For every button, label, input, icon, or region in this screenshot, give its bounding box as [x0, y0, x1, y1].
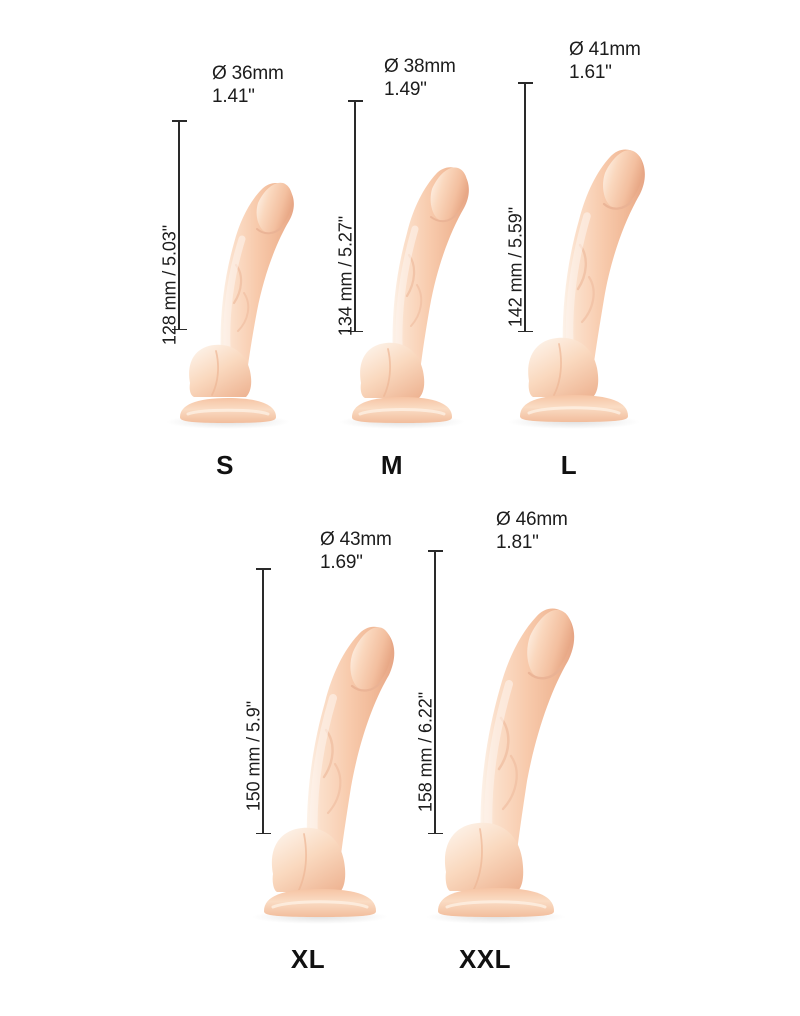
scrotum	[528, 337, 599, 397]
product-svg-s	[166, 182, 294, 429]
size-label-xxl: XXL	[458, 944, 512, 974]
vein-detail-2	[326, 762, 342, 815]
diameter-in-l: 1.61"	[569, 62, 612, 83]
product-illustration-xl	[242, 550, 402, 930]
diameter-mm-s: Ø 36mm	[212, 63, 284, 84]
product-svg-l	[508, 149, 645, 429]
dimension-line	[434, 550, 436, 834]
dimension-line	[524, 82, 526, 332]
scrotum-crease	[473, 828, 483, 890]
diameter-in-s: 1.41"	[212, 86, 255, 107]
diameter-mm-xxl: Ø 46mm	[496, 509, 568, 530]
corona-ridge	[256, 226, 283, 235]
dimension-cap-bottom-icon	[427, 832, 443, 834]
corona-ridge	[350, 680, 383, 692]
dimension-line	[262, 568, 264, 834]
size-label-m: M	[380, 450, 404, 480]
scrotum-crease	[211, 350, 219, 396]
glans-head	[350, 627, 392, 691]
diameter-in-xxl: 1.81"	[496, 532, 539, 553]
scrotum	[271, 827, 346, 892]
shaft-and-head	[392, 167, 469, 381]
product-svg-xl	[252, 626, 395, 924]
base-highlight	[445, 900, 547, 909]
base-highlight	[527, 406, 621, 415]
dimension-line	[354, 100, 356, 332]
vein-detail-2	[580, 275, 595, 324]
corona-ridge	[602, 199, 634, 210]
glans-head	[603, 150, 643, 209]
dimension-cap-bottom-icon	[255, 832, 271, 834]
vein-detail-2	[501, 754, 518, 811]
dimension-cap-top-icon	[171, 120, 187, 122]
vein-detail-2	[237, 292, 250, 332]
base-highlight	[271, 900, 369, 909]
corona-ridge	[430, 213, 458, 223]
glans-head	[256, 182, 293, 234]
vein-detail-1	[322, 728, 334, 779]
size-label-xl: XL	[290, 944, 326, 974]
base-highlight	[358, 408, 446, 416]
diameter-in-xl: 1.69"	[320, 552, 363, 573]
size-label-l: L	[560, 450, 578, 480]
vein-detail-2	[410, 284, 423, 327]
dimension-line	[178, 120, 180, 330]
dimension-cap-bottom-icon	[347, 330, 363, 332]
scrotum-crease	[553, 343, 562, 396]
scrotum-crease	[383, 348, 391, 397]
dimension-cap-bottom-icon	[171, 328, 187, 330]
scrotum	[189, 344, 252, 397]
glans-head	[430, 167, 468, 222]
product-illustration-xxl	[414, 530, 584, 930]
diameter-mm-l: Ø 41mm	[569, 39, 641, 60]
product-illustration-s	[158, 115, 298, 435]
dimension-cap-top-icon	[517, 82, 533, 84]
dimension-cap-bottom-icon	[517, 330, 533, 332]
diameter-in-m: 1.49"	[384, 79, 427, 100]
scrotum	[444, 822, 524, 891]
dimension-cap-top-icon	[255, 568, 271, 570]
corona-ridge	[527, 667, 562, 680]
product-svg-xxl	[426, 608, 575, 924]
scrotum-crease	[298, 833, 307, 891]
product-svg-m	[339, 167, 469, 429]
diameter-mm-m: Ø 38mm	[384, 56, 456, 77]
size-label-s: S	[216, 450, 234, 480]
scrotum	[360, 342, 425, 398]
glans-head	[527, 609, 572, 679]
dimension-cap-top-icon	[427, 550, 443, 552]
diameter-mm-xl: Ø 43mm	[320, 529, 392, 550]
product-illustration-m	[330, 95, 475, 435]
base-highlight	[186, 408, 270, 416]
product-illustration-l	[498, 75, 653, 435]
dimension-cap-top-icon	[347, 100, 363, 102]
